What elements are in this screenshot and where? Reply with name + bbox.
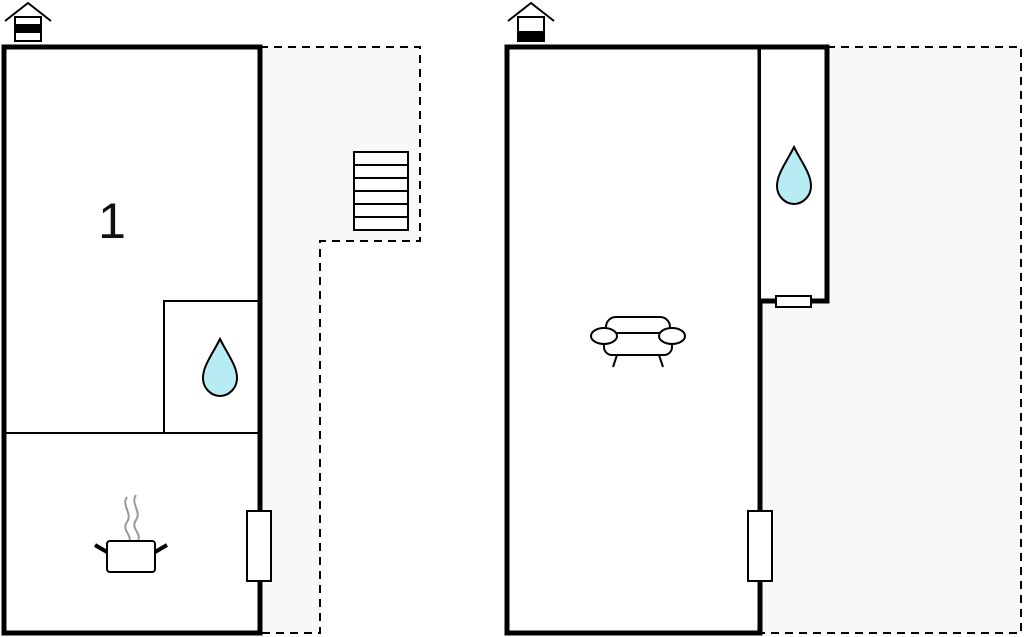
cooking-pot-icon (93, 494, 169, 573)
floor-plan-upper (504, 1, 1022, 636)
stairs-icon (353, 151, 409, 231)
terrace-area (760, 47, 1021, 633)
door-icon (747, 510, 773, 582)
ground-outer-wall (1, 44, 263, 636)
water-drop-icon (775, 144, 813, 206)
house-ground-floor-icon (4, 1, 52, 42)
terrace-outline (232, 46, 421, 634)
floor-plan-ground: 1 (1, 1, 421, 636)
door-icon (775, 295, 812, 308)
terrace-outline (760, 46, 1022, 634)
water-drop-icon (201, 336, 239, 398)
house-upper-floor-icon (507, 1, 555, 42)
sofa-icon (590, 316, 686, 368)
steam-lines (124, 494, 140, 543)
bathroom-wall (163, 300, 260, 433)
door-icon (246, 510, 272, 582)
bedroom-label: 1 (98, 193, 126, 249)
